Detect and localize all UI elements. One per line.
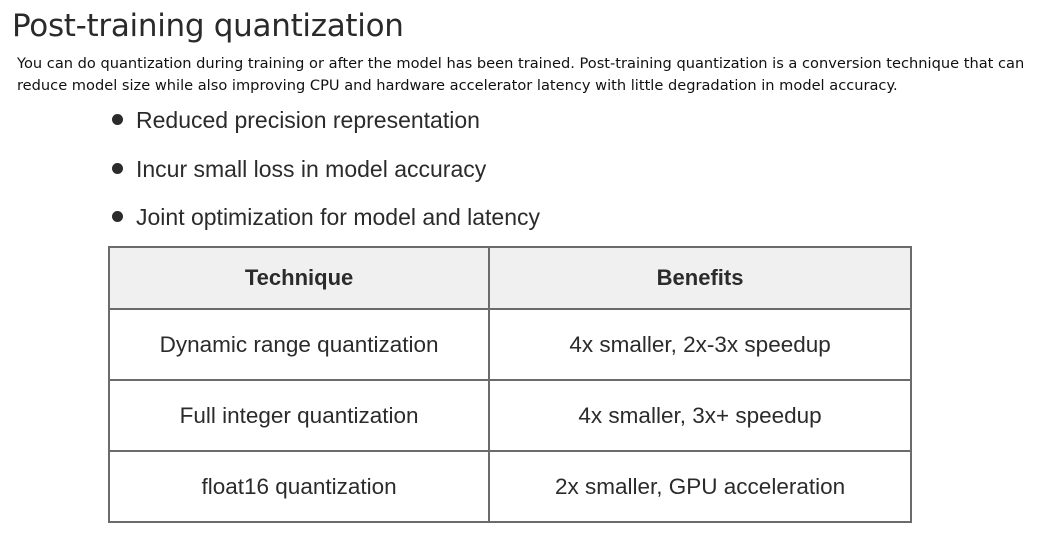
- header-benefits: Benefits: [488, 246, 912, 310]
- bullet-text: Joint optimization for model and latency: [136, 204, 540, 230]
- bullet-dot-icon: [112, 211, 123, 222]
- technique-cell: Full integer quantization: [107, 379, 491, 452]
- bullet-dot-icon: [112, 114, 123, 125]
- benefits-cell: 2x smaller, GPU acceleration: [488, 450, 912, 523]
- bullet-dot-icon: [112, 162, 123, 174]
- bullet-item: Reduced precision representation: [110, 103, 540, 152]
- bullet-list: Reduced precision representation Incur s…: [110, 103, 540, 249]
- page-title: Post-training quantization: [12, 8, 404, 44]
- bullet-item: Joint optimization for model and latency: [110, 200, 540, 249]
- bullet-text: Incur small loss in model accuracy: [136, 155, 487, 182]
- bullet-item: Incur small loss in model accuracy: [110, 152, 540, 201]
- benefits-cell: 4x smaller, 3x+ speedup: [488, 379, 912, 452]
- benefits-cell: 4x smaller, 2x-3x speedup: [488, 308, 912, 381]
- table-row: Dynamic range quantization 4x smaller, 2…: [107, 308, 912, 381]
- technique-cell: Dynamic range quantization: [107, 308, 491, 381]
- header-technique: Technique: [107, 246, 491, 310]
- quantization-table: Technique Benefits Dynamic range quantiz…: [107, 246, 912, 523]
- table-row: float16 quantization 2x smaller, GPU acc…: [107, 450, 912, 523]
- bullet-text: Reduced precision representation: [136, 107, 480, 133]
- technique-cell: float16 quantization: [107, 450, 491, 523]
- table-row: Full integer quantization 4x smaller, 3x…: [107, 379, 912, 452]
- table-header-row: Technique Benefits: [107, 246, 912, 310]
- intro-paragraph: You can do quantization during training …: [17, 55, 1025, 94]
